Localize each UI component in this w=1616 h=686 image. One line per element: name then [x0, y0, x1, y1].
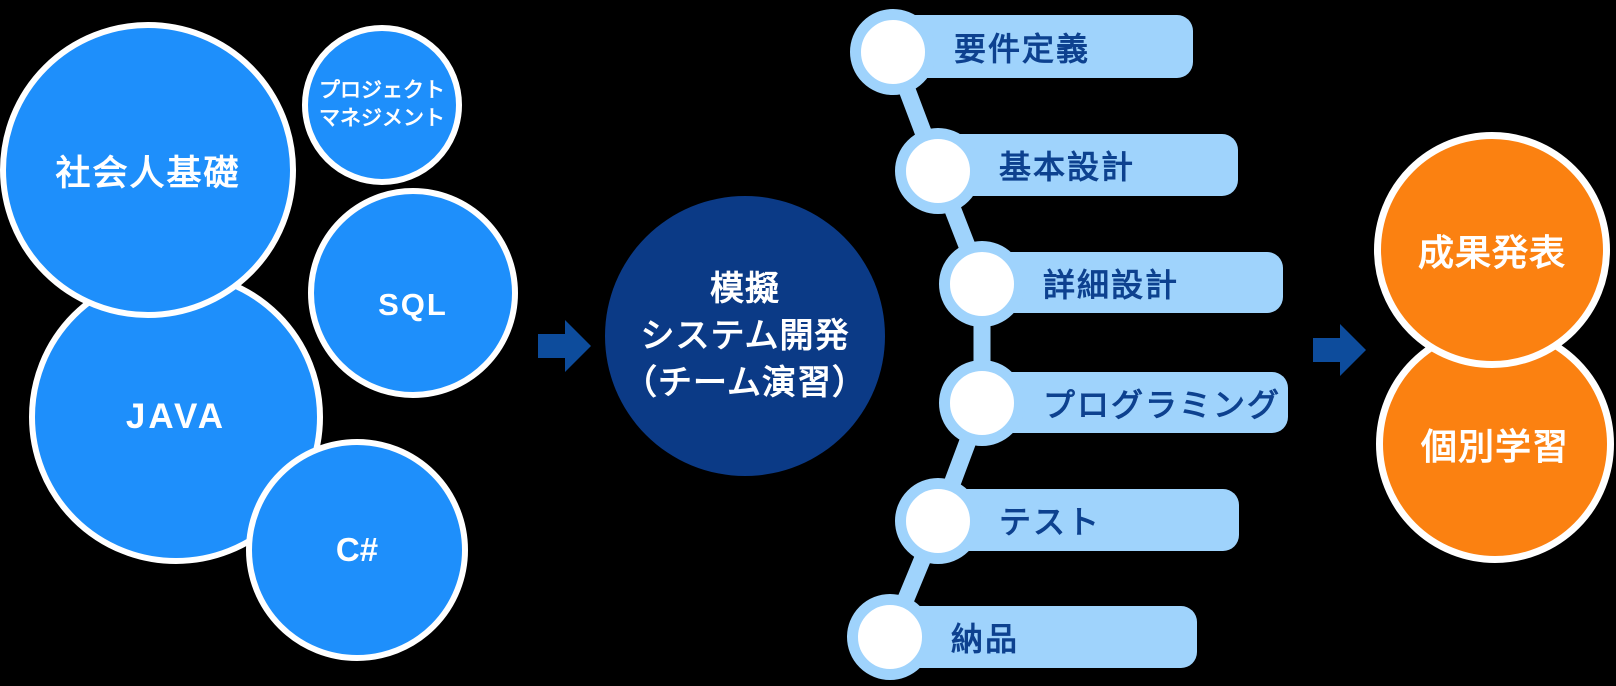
- outcome-circle-results-presentation: 成果発表: [1374, 132, 1610, 368]
- skill-label-csharp: C#: [335, 531, 379, 568]
- step-node-circle-4: [939, 360, 1025, 446]
- flow-arrow-right-icon: [1313, 324, 1366, 376]
- flow-arrow-left-icon: [538, 320, 591, 372]
- step-label-basic-design: 基本設計: [999, 149, 1136, 185]
- arrow-head: [565, 320, 591, 372]
- step-label-requirements: 要件定義: [954, 30, 1091, 67]
- arrow-head: [1340, 324, 1366, 376]
- skill-circle-sql: SQL: [308, 188, 518, 398]
- skill-label-shakaijin: 社会人基礎: [55, 153, 241, 193]
- step-node-circle-1: [850, 9, 936, 95]
- step-label-detailed-design: 詳細設計: [1043, 266, 1180, 303]
- skill-circle-project-management: プロジェクト マネジメント: [302, 25, 462, 185]
- step-node-circle-6: [847, 594, 933, 680]
- center-circle-mock-system-dev: 模擬 システム開発 （チーム演習）: [605, 196, 885, 476]
- center-circle-label: 模擬 システム開発 （チーム演習）: [623, 269, 867, 402]
- outcome-label-individual-learning: 個別学習: [1420, 426, 1569, 467]
- step-node-circle-2: [895, 128, 981, 214]
- arrow-shaft: [538, 334, 566, 358]
- skill-label-project-management: プロジェクト マネジメント: [319, 78, 445, 130]
- skill-circle-csharp: C#: [246, 439, 468, 661]
- step-node-circle-3: [939, 241, 1025, 327]
- step-label-delivery: 納品: [951, 621, 1020, 657]
- outcome-label-results-presentation: 成果発表: [1417, 232, 1566, 273]
- skill-label-sql: SQL: [378, 287, 448, 322]
- step-label-test: テスト: [999, 504, 1102, 540]
- step-label-programming: プログラミング: [1043, 386, 1282, 423]
- skill-circle-shakaijin: 社会人基礎: [0, 22, 296, 318]
- arrow-shaft: [1313, 338, 1341, 362]
- skill-label-java: JAVA: [125, 397, 227, 436]
- step-node-circle-5: [895, 478, 981, 564]
